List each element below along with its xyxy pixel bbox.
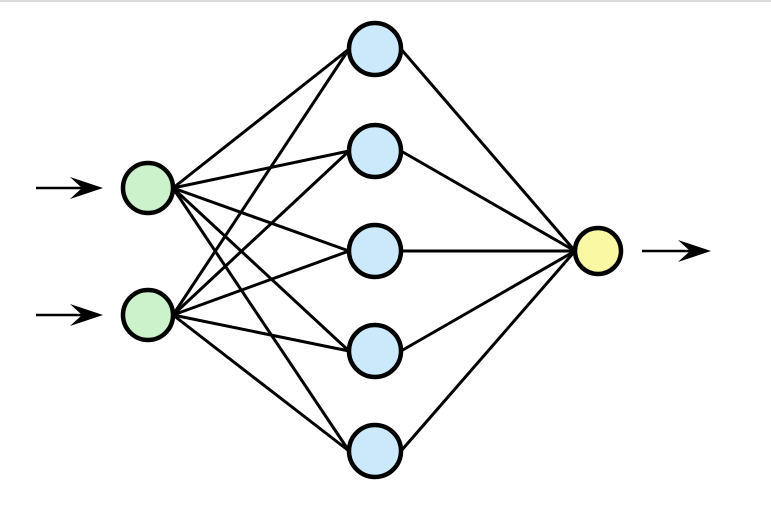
edge-input-1-hidden-5: [171, 187, 351, 452]
input-arrow-1-head-icon: [70, 177, 103, 199]
edge-input-2-hidden-2: [171, 149, 351, 317]
hidden-node-3: [346, 222, 404, 280]
edge-hidden-5-output-1: [399, 250, 577, 452]
input-arrow-2-head-icon: [70, 304, 103, 326]
edge-hidden-1-output-1: [399, 48, 577, 252]
input-node-1: [120, 160, 176, 216]
edge-input-1-hidden-3: [172, 186, 350, 253]
hidden-node-2: [346, 122, 404, 180]
edge-input-2-hidden-1: [171, 48, 351, 316]
input-arrow-2: [36, 304, 103, 326]
edge-input-2-hidden-3: [172, 249, 350, 317]
edge-input-2-hidden-4: [172, 313, 350, 353]
page-top-border: [0, 0, 771, 2]
edge-lines: [171, 47, 577, 453]
hidden-node-4: [346, 322, 404, 380]
edge-input-1-hidden-4: [171, 186, 351, 353]
edge-input-1-hidden-1: [172, 47, 350, 190]
edge-input-2-hidden-5: [172, 313, 350, 453]
output-arrow-head-icon: [678, 240, 711, 262]
edge-hidden-2-output-1: [400, 149, 576, 253]
edge-hidden-4-output-1: [400, 249, 576, 353]
hidden-node-5: [346, 422, 404, 480]
hidden-node-1: [346, 20, 404, 78]
output-node-1: [572, 225, 624, 277]
input-node-2: [120, 287, 176, 343]
input-arrow-1: [36, 177, 103, 199]
output-arrow: [642, 240, 711, 262]
edge-input-1-hidden-2: [172, 149, 350, 190]
